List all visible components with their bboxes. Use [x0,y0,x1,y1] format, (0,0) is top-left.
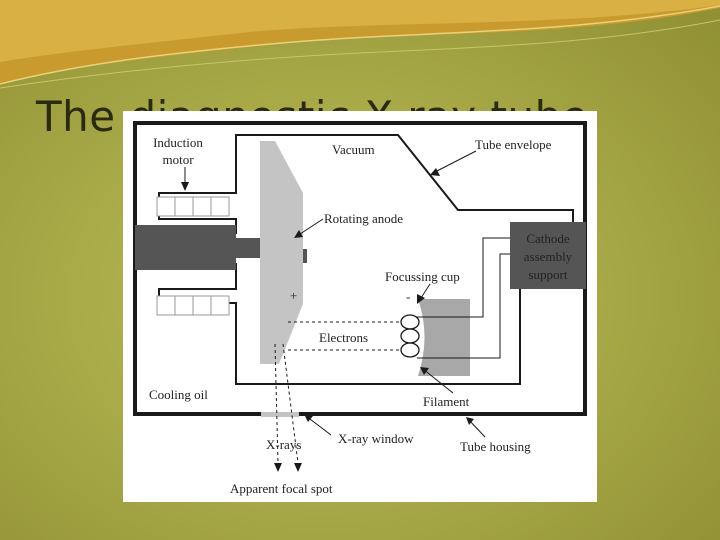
label-focussing-cup: Focussing cup [385,269,460,284]
x-ray-window [261,412,299,417]
tube-housing-outline [133,121,587,416]
header-swoosh-decoration [0,0,720,89]
filament-coil [400,314,420,358]
label-electrons: Electrons [319,330,368,345]
label-induction-motor-2: motor [162,152,194,167]
label-vacuum: Vacuum [332,142,375,157]
cathode-assembly-support [510,222,586,289]
xray-tube-diagram-svg: Induction motor Vacuum Tube envelope Rot… [133,121,587,496]
focussing-cup [418,299,470,376]
label-cathode-assembly-support: Cathode [526,231,570,246]
label-cathode-assembly-support-2: assembly [524,249,573,264]
induction-motor-coils [156,196,230,316]
label-rotating-anode: Rotating anode [324,211,403,226]
electron-beam [288,321,401,351]
anode-polarity-plus: + [290,288,297,303]
label-tube-housing: Tube housing [460,439,531,454]
motor-rotor [135,225,236,270]
x-ray-beams [274,343,299,464]
cathode-wires [417,237,510,359]
label-x-rays: X-rays [266,437,301,452]
leader-arrowheads [181,168,474,425]
label-induction-motor: Induction [153,135,203,150]
xray-tube-diagram: Induction motor Vacuum Tube envelope Rot… [123,111,597,502]
x-ray-arrow-right [294,463,302,472]
x-ray-arrow-left [274,463,282,472]
label-filament: Filament [423,394,470,409]
cathode-polarity-minus: - [406,289,410,304]
label-apparent-focal-spot: Apparent focal spot [230,481,333,496]
label-cooling-oil: Cooling oil [149,387,208,402]
label-tube-envelope: Tube envelope [475,137,552,152]
label-cathode-assembly-support-3: support [529,267,568,282]
label-x-ray-window: X-ray window [338,431,414,446]
rotating-anode [260,141,303,364]
anode-shaft [236,238,261,258]
